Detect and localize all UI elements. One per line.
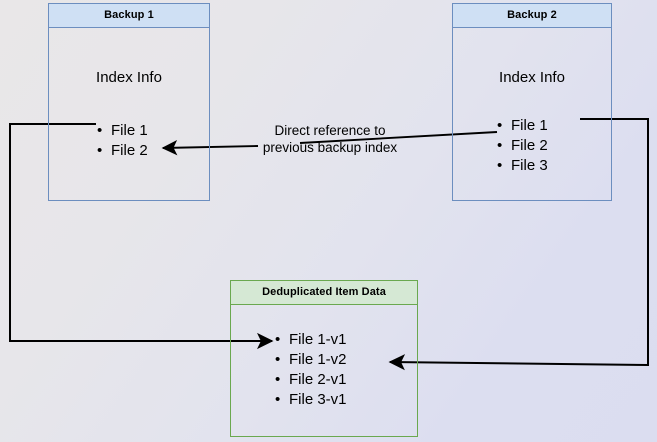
list-item: File 1 <box>97 121 148 141</box>
node-backup1-header: Backup 1 <box>49 4 209 28</box>
node-backup1-file-list: File 1 File 2 <box>97 121 148 161</box>
list-item: File 1 <box>497 116 548 136</box>
node-dedup-header: Deduplicated Item Data <box>231 281 417 305</box>
list-item: File 3 <box>497 156 548 176</box>
edge-label-direct-reference: Direct reference to previous backup inde… <box>262 123 398 155</box>
node-deduplicated-item-data[interactable]: Deduplicated Item Data File 1-v1 File 1-… <box>230 280 418 437</box>
node-backup2-header: Backup 2 <box>453 4 611 28</box>
node-backup2-file-list: File 1 File 2 File 3 <box>497 116 548 176</box>
node-backup2[interactable]: Backup 2 Index Info File 1 File 2 File 3 <box>452 3 612 201</box>
node-backup1[interactable]: Backup 1 Index Info File 1 File 2 <box>48 3 210 201</box>
list-item: File 2-v1 <box>275 370 347 390</box>
list-item: File 2 <box>97 141 148 161</box>
node-dedup-body: File 1-v1 File 1-v2 File 2-v1 File 3-v1 <box>231 305 417 436</box>
list-item: File 1-v1 <box>275 330 347 350</box>
node-backup2-body: Index Info File 1 File 2 File 3 <box>453 28 611 200</box>
node-backup1-index-label: Index Info <box>96 69 162 86</box>
list-item: File 2 <box>497 136 548 156</box>
list-item: File 3-v1 <box>275 390 347 410</box>
node-dedup-file-list: File 1-v1 File 1-v2 File 2-v1 File 3-v1 <box>275 330 347 410</box>
node-backup1-body: Index Info File 1 File 2 <box>49 28 209 200</box>
list-item: File 1-v2 <box>275 350 347 370</box>
node-backup2-index-label: Index Info <box>499 69 565 86</box>
